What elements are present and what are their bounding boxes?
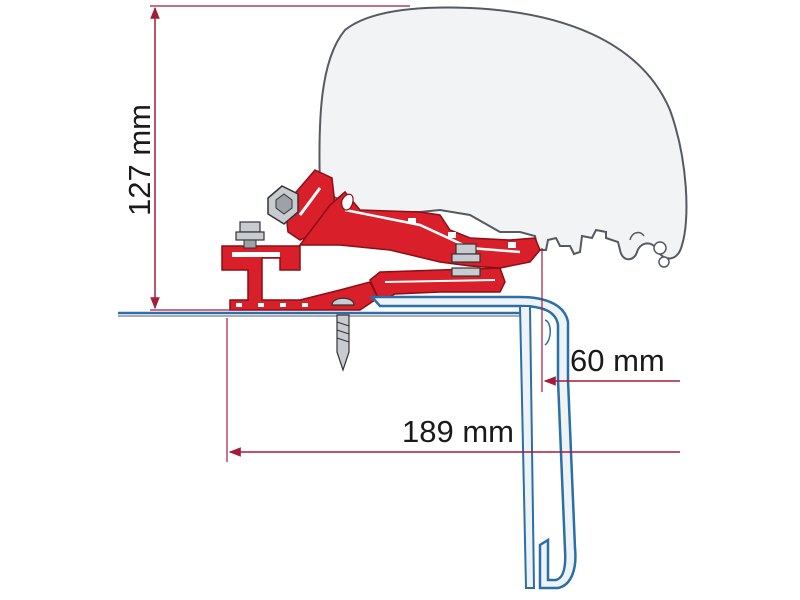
vehicle-roof-line	[118, 311, 520, 317]
adapter-bracket	[221, 190, 541, 311]
offset-dimension: 60 mm	[541, 248, 680, 392]
width-dimension: 189 mm	[226, 318, 680, 462]
roof-screw-icon	[331, 297, 355, 372]
clamp-bolt-right-icon	[451, 243, 481, 277]
vehicle-profile-rail	[369, 295, 577, 590]
hex-bolt-icon	[267, 185, 299, 225]
offset-dimension-label: 60 mm	[570, 343, 665, 378]
height-dimension: 127 mm	[122, 5, 410, 311]
height-dimension-label: 127 mm	[122, 104, 157, 216]
awning-housing	[318, 6, 688, 268]
clamp-bolt-left-icon	[235, 221, 265, 249]
width-dimension-label: 189 mm	[402, 414, 514, 449]
